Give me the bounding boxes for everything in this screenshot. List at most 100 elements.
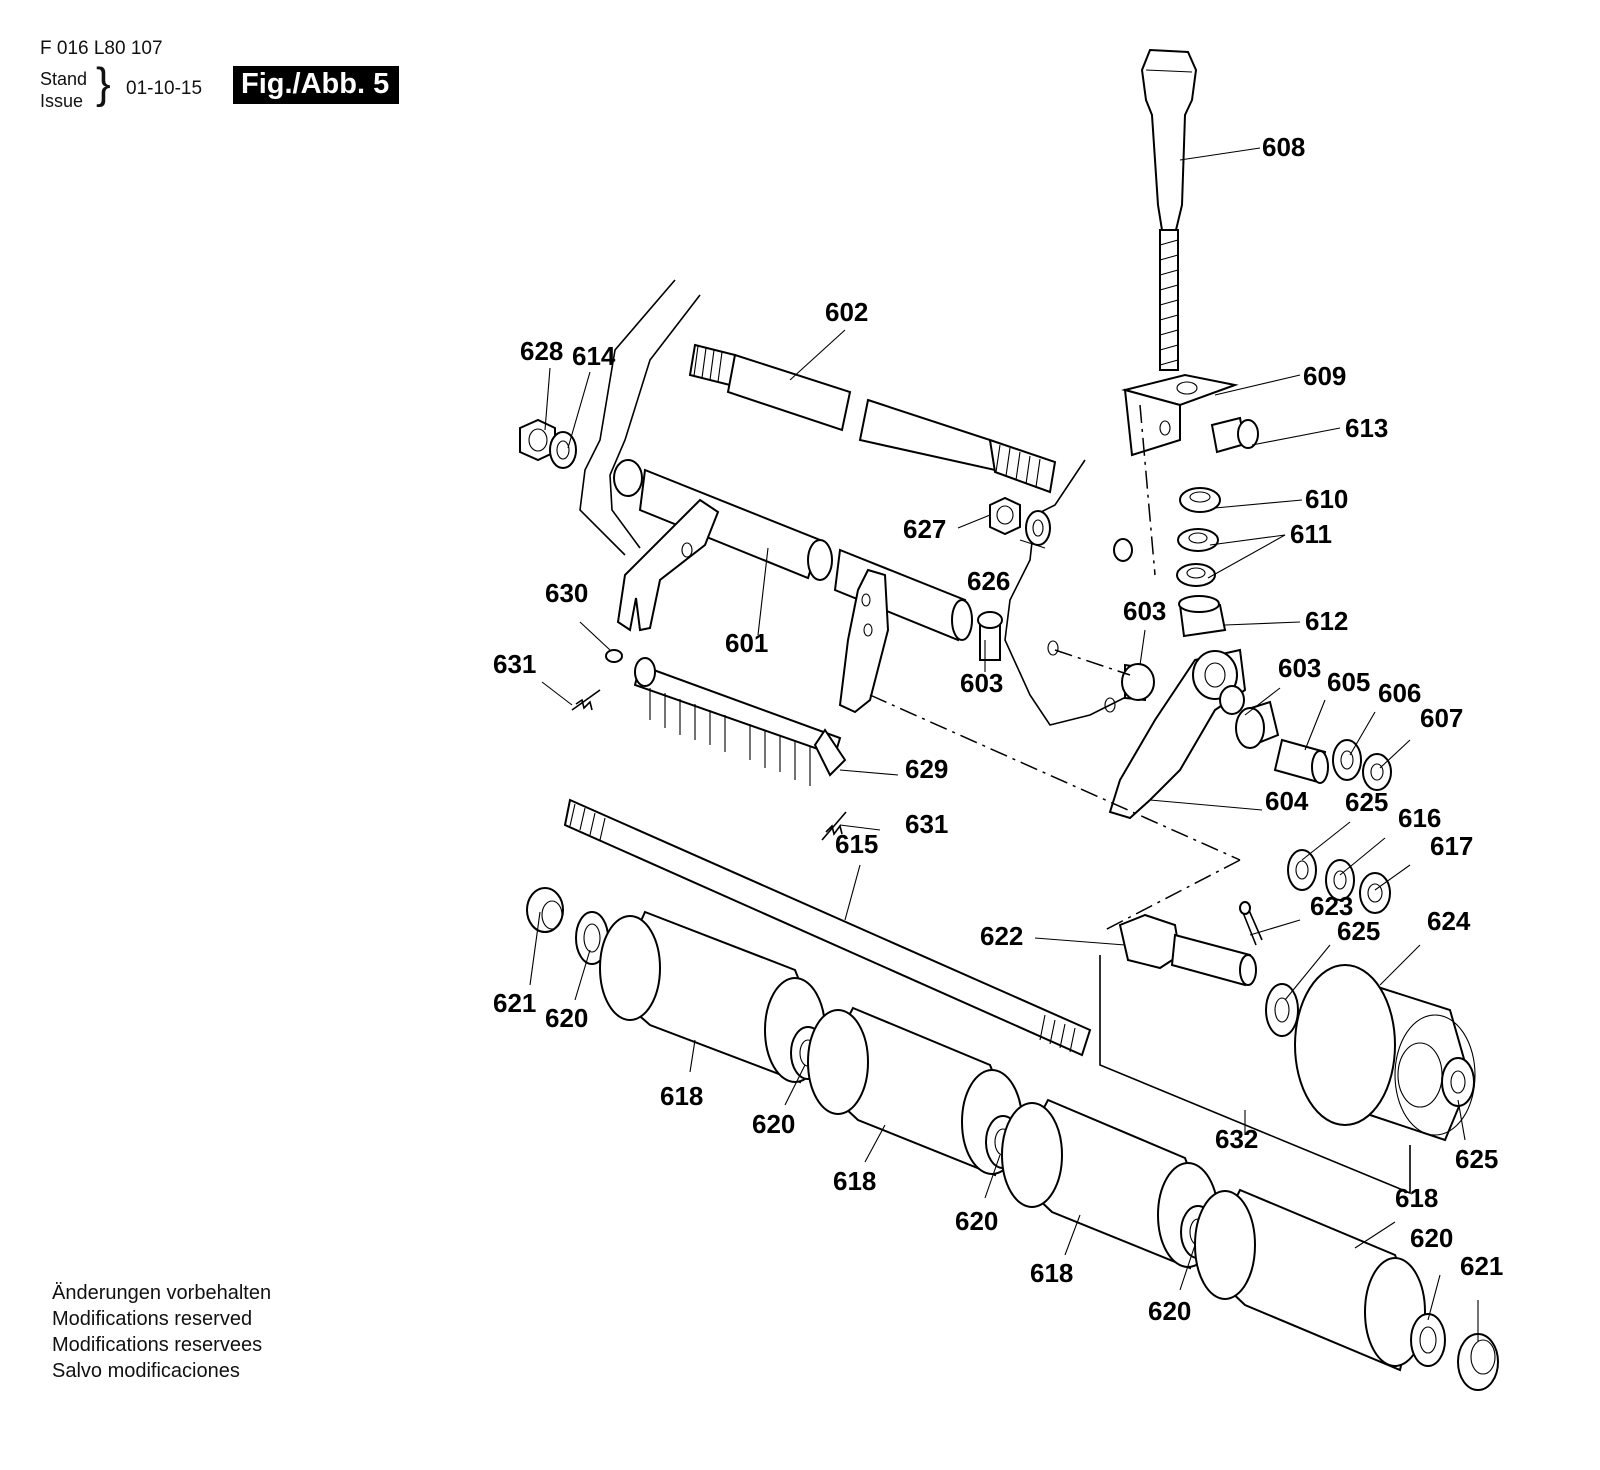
housing-left-outline bbox=[579, 279, 701, 556]
label-608: 608 bbox=[1262, 132, 1305, 162]
screw-613 bbox=[1210, 416, 1259, 454]
label-618-b: 618 bbox=[833, 1166, 876, 1196]
label-624: 624 bbox=[1427, 906, 1471, 936]
label-617: 617 bbox=[1430, 831, 1473, 861]
shaft-602 bbox=[688, 343, 1057, 494]
modification-notes: Änderungen vorbehalten Modifications res… bbox=[52, 1280, 271, 1384]
screw-thread bbox=[1159, 229, 1179, 371]
washer-626 bbox=[1025, 510, 1051, 546]
label-604: 604 bbox=[1265, 786, 1309, 816]
label-616: 616 bbox=[1398, 803, 1441, 833]
label-618-a: 618 bbox=[660, 1081, 703, 1111]
label-626: 626 bbox=[967, 566, 1010, 596]
label-620-left: 620 bbox=[545, 1003, 588, 1033]
spring-631-left bbox=[571, 689, 601, 711]
label-606: 606 bbox=[1378, 678, 1421, 708]
roller-624 bbox=[1294, 964, 1476, 1142]
washer-606 bbox=[1332, 739, 1362, 781]
washer-620-left bbox=[575, 911, 609, 965]
label-620-c: 620 bbox=[1148, 1296, 1191, 1326]
leader-lines bbox=[529, 147, 1479, 1342]
roller-618-d bbox=[1194, 1188, 1426, 1372]
shaft-615 bbox=[563, 798, 1092, 1057]
washer-625-upper bbox=[1287, 849, 1317, 891]
issue-date: 01-10-15 bbox=[126, 78, 203, 99]
assembly-centerlines bbox=[869, 404, 1241, 931]
label-610: 610 bbox=[1305, 484, 1348, 514]
label-615: 615 bbox=[835, 829, 878, 859]
label-625-upper: 625 bbox=[1345, 787, 1388, 817]
bush-603-center bbox=[1121, 663, 1155, 702]
figure-label: Fig./Abb. 5 bbox=[233, 66, 400, 104]
label-601: 601 bbox=[725, 628, 768, 658]
label-620-d: 620 bbox=[1410, 1223, 1453, 1253]
split-pin-623 bbox=[1239, 901, 1263, 946]
label-627: 627 bbox=[903, 514, 946, 544]
label-631-right: 631 bbox=[905, 809, 948, 839]
issue-label: Issue bbox=[40, 91, 84, 111]
label-625-lower: 625 bbox=[1337, 916, 1380, 946]
note-french: Modifications reservees bbox=[52, 1334, 263, 1356]
label-629: 629 bbox=[905, 754, 948, 784]
label-607: 607 bbox=[1420, 703, 1463, 733]
spring-631-right bbox=[821, 811, 847, 841]
label-631-left: 631 bbox=[493, 649, 536, 679]
document-number: F 016 L80 107 bbox=[40, 38, 163, 59]
housing-plate-right bbox=[1004, 459, 1141, 726]
washer-625-right bbox=[1441, 1057, 1475, 1107]
label-602: 602 bbox=[825, 297, 868, 327]
washer-610 bbox=[1179, 487, 1221, 513]
label-609: 609 bbox=[1303, 361, 1346, 391]
label-611: 611 bbox=[1290, 519, 1332, 549]
label-621-right: 621 bbox=[1460, 1251, 1503, 1281]
bush-603-right bbox=[1235, 700, 1280, 749]
label-613: 613 bbox=[1345, 413, 1388, 443]
label-621-left: 621 bbox=[493, 988, 536, 1018]
label-620-b: 620 bbox=[955, 1206, 998, 1236]
bracket-609 bbox=[1121, 373, 1239, 457]
label-630: 630 bbox=[545, 578, 588, 608]
nut-607 bbox=[1362, 753, 1392, 791]
part-labels: 608 602 609 613 610 611 612 628 614 627 … bbox=[493, 132, 1503, 1326]
collar-621-left bbox=[526, 887, 564, 933]
note-spanish: Salvo modificaciones bbox=[52, 1360, 240, 1382]
handle-608 bbox=[1140, 48, 1198, 371]
label-603-left: 603 bbox=[960, 668, 1003, 698]
nut-612 bbox=[1178, 595, 1227, 638]
lever-shaft-601 bbox=[613, 459, 973, 714]
nut-617 bbox=[1359, 872, 1391, 914]
label-614: 614 bbox=[572, 341, 616, 371]
label-632: 632 bbox=[1215, 1124, 1258, 1154]
label-618-d: 618 bbox=[1395, 1183, 1438, 1213]
label-618-c: 618 bbox=[1030, 1258, 1073, 1288]
label-603-right: 603 bbox=[1278, 653, 1321, 683]
label-625-right: 625 bbox=[1455, 1144, 1498, 1174]
nut-627 bbox=[989, 496, 1021, 536]
pin-630 bbox=[605, 649, 623, 663]
label-612: 612 bbox=[1305, 606, 1348, 636]
collar-621-right bbox=[1457, 1333, 1499, 1391]
label-623: 623 bbox=[1310, 891, 1353, 921]
washer-625-lower-left bbox=[1265, 983, 1299, 1037]
label-603-center: 603 bbox=[1123, 596, 1166, 626]
washer-620-d bbox=[1410, 1313, 1446, 1367]
bush-603-left bbox=[977, 611, 1003, 661]
label-620-a: 620 bbox=[752, 1109, 795, 1139]
stand-issue-labels: Stand Issue bbox=[40, 68, 87, 112]
frame-bracket-632 bbox=[1099, 955, 1411, 1195]
sleeve-605 bbox=[1273, 738, 1329, 784]
label-605: 605 bbox=[1327, 667, 1370, 697]
brace-symbol: } bbox=[96, 59, 111, 108]
note-english: Modifications reserved bbox=[52, 1308, 253, 1330]
comb-629 bbox=[633, 657, 847, 786]
pin-603-small bbox=[1113, 538, 1133, 562]
roller-618-a bbox=[599, 910, 826, 1084]
washer-611 bbox=[1176, 528, 1219, 587]
label-622: 622 bbox=[980, 921, 1023, 951]
note-german: Änderungen vorbehalten bbox=[52, 1282, 272, 1304]
label-628: 628 bbox=[520, 336, 563, 366]
washer-616 bbox=[1325, 859, 1355, 901]
lever-604 bbox=[1108, 648, 1247, 820]
washer-614 bbox=[549, 431, 577, 469]
